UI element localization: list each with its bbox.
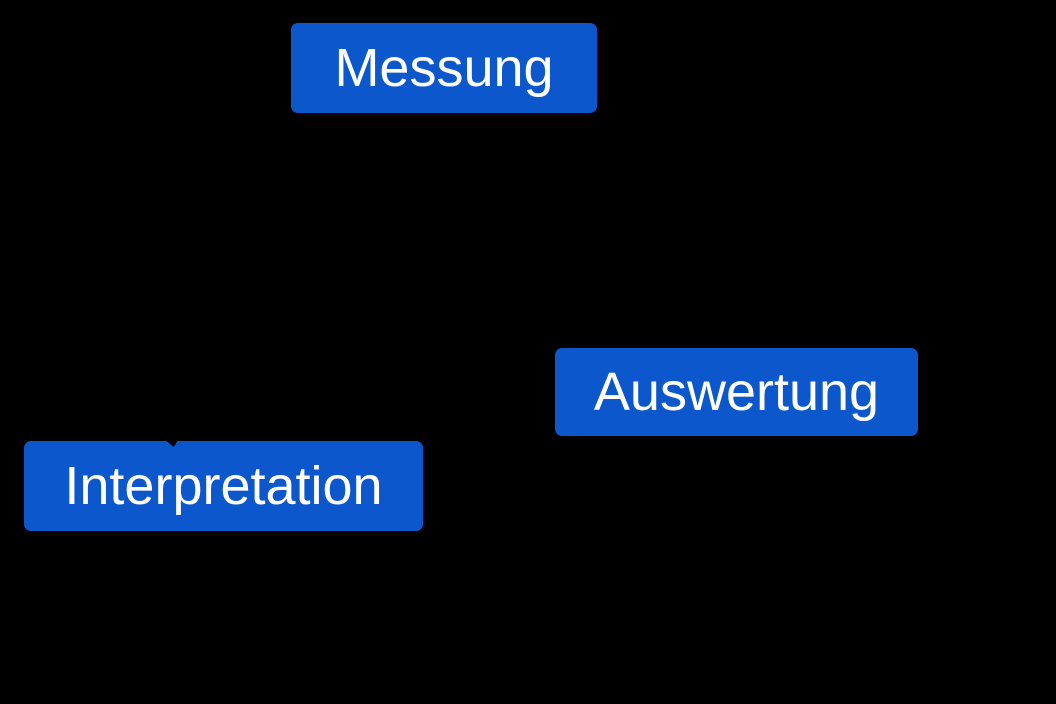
node-interpretation: Interpretation [24, 441, 423, 531]
node-auswertung-label: Auswertung [593, 362, 880, 422]
node-messung-label: Messung [334, 38, 554, 98]
node-auswertung: Auswertung [555, 348, 918, 436]
node-interpretation-label: Interpretation [64, 456, 383, 516]
node-messung: Messung [291, 23, 597, 113]
